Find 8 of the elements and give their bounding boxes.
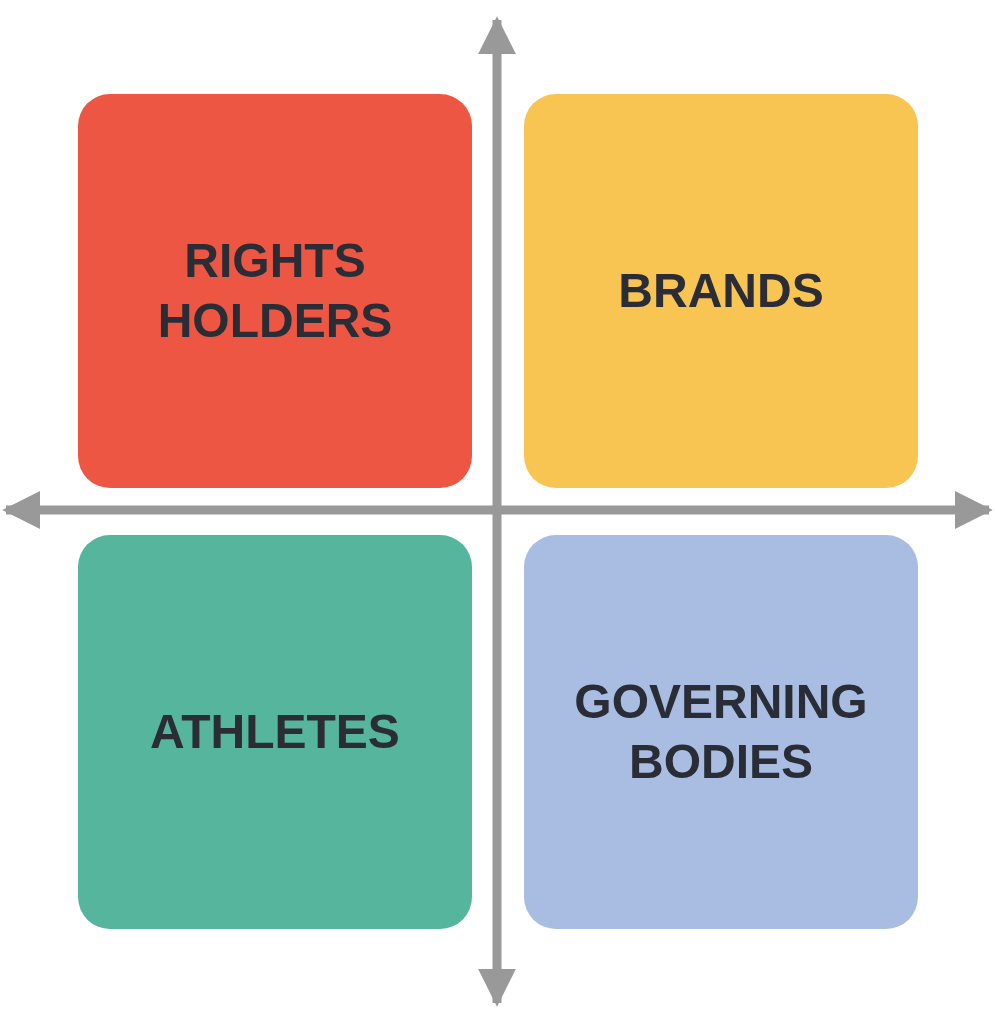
quadrant-label: ATHLETES: [150, 704, 400, 760]
quadrant-box: [524, 535, 918, 929]
quadrant-label: BRANDS: [618, 263, 824, 319]
quadrant-box: [78, 94, 472, 488]
quadrant-box: [524, 94, 918, 488]
quadrant-label: RIGHTS HOLDERS: [156, 233, 394, 349]
quadrant-box: [78, 535, 472, 929]
quadrant-label: GOVERNING BODIES: [573, 674, 869, 790]
